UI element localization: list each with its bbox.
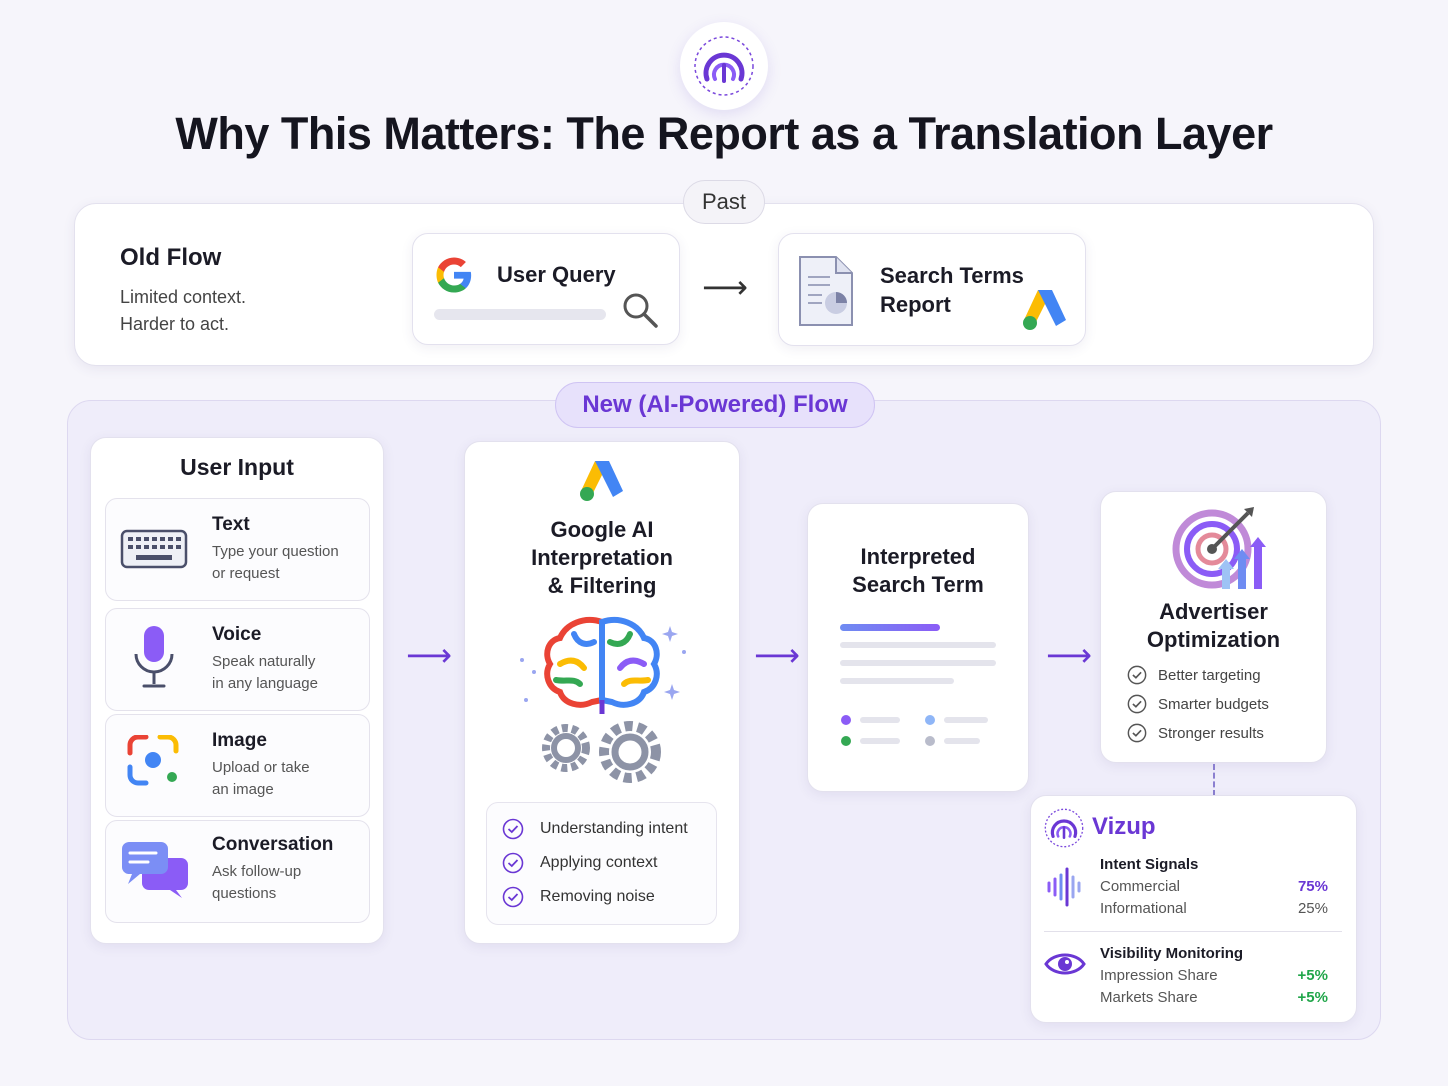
lens-icon — [127, 735, 179, 786]
intent-row: Informational 25% — [1100, 900, 1328, 917]
search-terms-report-label: Search Terms Report — [880, 261, 1030, 319]
ai-title-line: Interpretation — [531, 545, 673, 570]
ai-title-line: Google AI — [550, 517, 654, 542]
input-type-conversation — [105, 820, 370, 923]
past-pill: Past — [683, 180, 765, 224]
chat-bubbles-icon — [122, 842, 188, 898]
vizup-title: Vizup — [1092, 813, 1156, 840]
vizup-logo-icon — [694, 36, 754, 96]
visibility-row: Markets Share +5% — [1100, 989, 1328, 1006]
ai-title-line: & Filtering — [547, 573, 657, 598]
input-desc-line: an image — [212, 781, 274, 798]
check-circle-icon — [1127, 665, 1147, 690]
google-g-icon — [436, 257, 472, 293]
check-circle-icon — [502, 852, 524, 879]
input-desc-line: questions — [212, 885, 277, 902]
check-circle-icon — [502, 818, 524, 845]
input-desc-line: Ask follow-up — [212, 863, 302, 880]
check-circle-icon — [1127, 694, 1147, 719]
input-desc-line: or request — [212, 565, 280, 582]
check-circle-icon — [1127, 723, 1147, 748]
user-input-title: User Input — [180, 454, 294, 480]
visibility-row: Impression Share +5% — [1100, 967, 1328, 984]
brain-gears-icon — [520, 617, 686, 783]
gear-icon — [542, 724, 590, 772]
arrow-right-icon: ⟶ — [1046, 637, 1092, 673]
search-terms-line: Search Terms — [880, 263, 1024, 288]
intent-value: 25% — [1297, 900, 1328, 917]
interpreted-title: Interpreted Search Term — [807, 543, 1029, 599]
arrow-right-icon: ⟶ — [702, 269, 748, 305]
eye-icon — [1044, 953, 1086, 975]
dashed-connector — [1213, 764, 1215, 796]
microphone-icon — [134, 626, 174, 688]
interpreted-title-line: Search Term — [852, 572, 984, 597]
google-ads-icon — [580, 461, 623, 501]
input-title: Conversation — [212, 834, 334, 855]
input-desc-line: Type your question — [212, 543, 339, 560]
visibility-label: Markets Share — [1100, 989, 1198, 1006]
input-description: Upload or take an image — [212, 757, 362, 801]
visibility-label: Impression Share — [1100, 967, 1218, 984]
check-label: Removing noise — [540, 888, 655, 905]
advertiser-title-line: Advertiser — [1159, 599, 1268, 624]
sparkle-icon — [520, 626, 686, 702]
old-flow-description: Limited context. Harder to act. — [120, 284, 320, 338]
input-title: Voice — [212, 624, 262, 645]
check-label: Smarter budgets — [1158, 696, 1269, 713]
check-label: Applying context — [540, 854, 658, 871]
arrow-right-icon: ⟶ — [406, 637, 452, 673]
gear-icon — [599, 721, 661, 783]
intent-signals-title: Intent Signals — [1100, 856, 1199, 873]
input-desc-line: in any language — [212, 675, 318, 692]
old-flow-title: Old Flow — [120, 244, 222, 271]
old-flow-desc-line: Limited context. — [120, 287, 247, 307]
target-growth-icon — [1172, 507, 1266, 589]
input-desc-line: Speak naturally — [212, 653, 316, 670]
visibility-monitoring-title: Visibility Monitoring — [1100, 945, 1244, 962]
page-title: Why This Matters: The Report as a Transl… — [175, 108, 1273, 159]
intent-label: Commercial — [1100, 878, 1181, 895]
input-desc-line: Upload or take — [212, 759, 310, 776]
sound-wave-icon — [1047, 867, 1081, 907]
google-ai-title: Google AI Interpretation & Filtering — [464, 516, 740, 600]
vizup-card — [1030, 795, 1357, 1023]
input-description: Speak naturally in any language — [212, 651, 362, 695]
keyboard-icon — [120, 529, 188, 569]
check-label: Understanding intent — [540, 820, 688, 837]
input-description: Type your question or request — [212, 541, 362, 585]
intent-value: 75% — [1297, 878, 1328, 895]
search-bar-placeholder — [434, 309, 606, 320]
text-lines-illustration — [840, 624, 996, 746]
check-circle-icon — [502, 886, 524, 913]
intent-row: Commercial 75% — [1100, 878, 1328, 895]
check-label: Stronger results — [1158, 725, 1264, 742]
google-ads-icon — [1023, 290, 1066, 330]
vizup-logo-icon — [1044, 808, 1084, 848]
input-title: Text — [212, 514, 250, 535]
search-terms-line: Report — [880, 292, 951, 317]
divider — [1044, 931, 1342, 932]
visibility-value: +5% — [1297, 967, 1328, 984]
input-title: Image — [212, 730, 267, 751]
visibility-value: +5% — [1297, 989, 1328, 1006]
check-label: Better targeting — [1158, 667, 1261, 684]
user-query-label: User Query — [497, 262, 616, 287]
brand-logo-badge — [680, 22, 768, 110]
interpreted-title-line: Interpreted — [860, 544, 976, 569]
arrow-right-icon: ⟶ — [754, 637, 800, 673]
intent-label: Informational — [1100, 900, 1187, 917]
report-document-icon — [799, 256, 853, 326]
old-flow-desc-line: Harder to act. — [120, 314, 230, 334]
advertiser-title-line: Optimization — [1146, 627, 1281, 652]
old-flow-panel — [74, 203, 1374, 366]
input-description: Ask follow-up questions — [212, 861, 362, 905]
ai-checklist — [486, 802, 717, 925]
advertiser-title: Advertiser Optimization — [1100, 598, 1327, 654]
new-flow-pill: New (AI-Powered) Flow — [555, 382, 875, 428]
search-icon — [623, 293, 658, 328]
